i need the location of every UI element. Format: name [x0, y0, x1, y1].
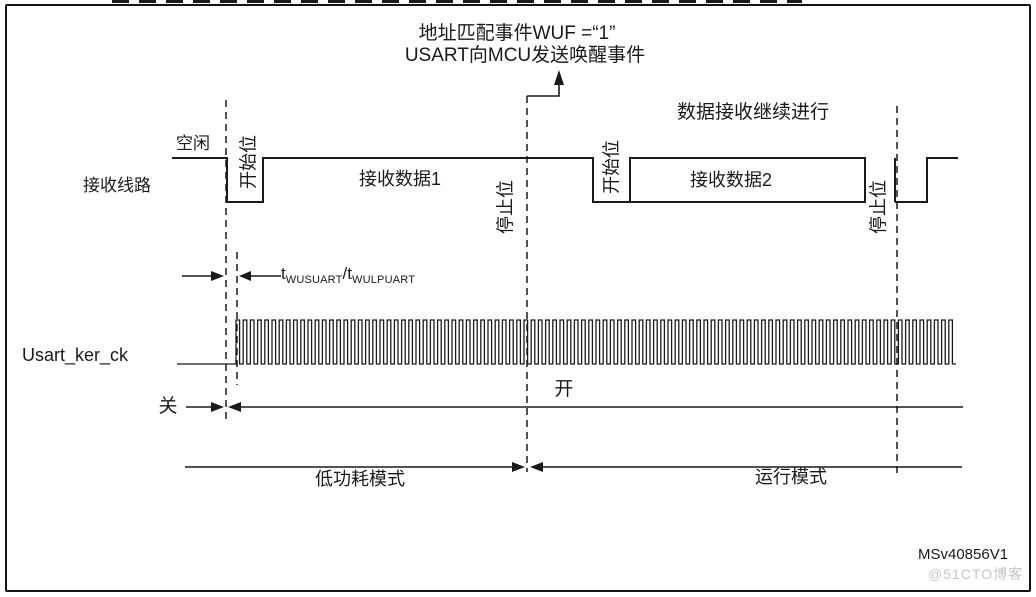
twu-sub2: WULPUART: [352, 274, 416, 286]
clock-off-arrow: [186, 402, 224, 412]
start-bit2-label: 开始位: [601, 140, 622, 194]
run-mode-span: [530, 462, 962, 472]
clock-off-label: 关: [158, 396, 178, 417]
data2-label: 接收数据2: [689, 170, 773, 190]
twu-sub1: WUSUART: [285, 274, 343, 286]
clock-wave-path: [177, 319, 956, 365]
data-continue-label: 数据接收继续进行: [676, 102, 830, 123]
figure-frame: [5, 4, 1031, 592]
idle-label: 空闲: [176, 134, 210, 153]
clock-waveform: [177, 319, 956, 365]
stop-bit2-label: 停止位: [868, 180, 889, 234]
twu-measure-arrows: [182, 271, 281, 281]
start-bit1-label: 开始位: [238, 135, 259, 189]
wakeup-event-label-line2: USART向MCU发送唤醒事件: [404, 45, 646, 66]
watermark: @51CTO博客: [928, 566, 1024, 582]
clipped-title-remnant: [112, 0, 802, 3]
clock-signal-label: Usart_ker_ck: [22, 345, 129, 365]
figure-id: MSv40856V1: [918, 546, 1009, 563]
stop-bit1-label: 停止位: [495, 180, 516, 234]
clock-on-span-line: [228, 402, 963, 412]
data1-label: 接收数据1: [358, 169, 442, 189]
low-power-mode-span: [185, 462, 525, 472]
run-mode-label: 运行模式: [755, 467, 827, 487]
rx-line-label: 接收线路: [83, 176, 151, 195]
twu-t2: /t: [342, 264, 352, 283]
twu-timing-label: tWUSUART/tWULPUART: [281, 264, 415, 287]
twu-t1: t: [281, 264, 286, 283]
wakeup-event-label-line1: 地址匹配事件WUF =“1”: [418, 23, 616, 44]
rx-waveform: [172, 157, 958, 203]
clock-on-label: 开: [554, 379, 574, 400]
wakeup-event-arrow: [527, 70, 564, 97]
low-power-mode-label: 低功耗模式: [315, 469, 405, 489]
